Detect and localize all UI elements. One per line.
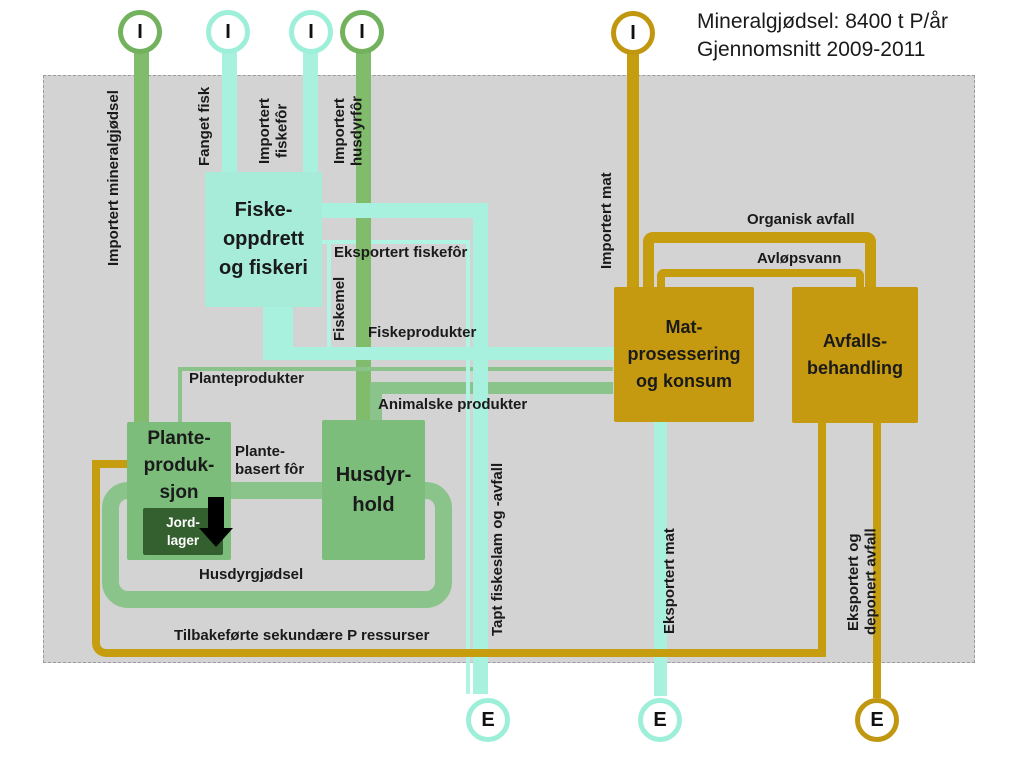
flow-tapt-fiskeslam-band-horizontal	[322, 203, 488, 218]
label-importert-mineralgjodsel: Importert mineralgjødsel	[105, 90, 122, 266]
label-eksportert-deponert-avfall: Eksportert og deponert avfall	[845, 528, 880, 636]
terminal-letter: E	[653, 708, 667, 731]
flow-animalske-produkter-band	[370, 382, 613, 394]
import-terminal-husdyrfor: I	[340, 10, 384, 54]
label-importert-fiskefor: Importert fiskefôr	[256, 98, 291, 164]
flow-tilbakeforte-arm	[92, 460, 127, 468]
export-terminal-fiskeslam: E	[466, 698, 510, 742]
import-terminal-mineralgjodsel: I	[118, 10, 162, 54]
flow-eksportert-mat-band	[654, 420, 667, 696]
flow-avlopsvann-loop	[657, 269, 864, 287]
flow-organisk-avfall-loop	[643, 232, 876, 287]
flow-tapt-fiskeslam-band-vertical	[473, 203, 488, 694]
flow-fiskeprodukter-band	[263, 347, 614, 360]
terminal-letter: I	[225, 20, 231, 43]
flow-eksportert-deponert-band	[873, 423, 881, 698]
node-matprosessering-box: Mat- prosessering og konsum	[614, 287, 754, 422]
flow-animalske-produkter-connector	[370, 392, 382, 420]
label-tilbakeforte-ressurser: Tilbakeførte sekundære P ressurser	[174, 627, 430, 644]
flow-eksportert-fiskefor-line-vertical	[466, 240, 470, 694]
label-fanget-fisk: Fanget fisk	[196, 86, 213, 166]
flow-importert-mineralgjodsel-band	[134, 52, 149, 422]
terminal-letter: I	[359, 20, 365, 43]
flow-eksportert-fiskefor-line-horizontal	[322, 240, 470, 244]
terminal-letter: E	[481, 708, 495, 731]
label-eksportert-mat: Eksportert mat	[661, 528, 678, 634]
soil-accumulation-arrow-icon	[199, 528, 233, 547]
flow-planteprodukter-line-horizontal	[178, 367, 613, 371]
flow-fanget-fisk-band	[222, 52, 237, 172]
label-fiskemel: Fiskemel	[331, 276, 348, 342]
title-line1: Mineralgjødsel: 8400 t P/år	[697, 10, 948, 33]
label-importert-husdyrfor: Importert husdyrfôr	[331, 96, 366, 167]
terminal-letter: I	[630, 21, 636, 44]
title-line2: Gjennomsnitt 2009-2011	[697, 37, 926, 61]
diagram-title: Mineralgjødsel: 8400 t P/år Gjennomsnitt…	[697, 8, 948, 64]
node-avfallsbehandling-box: Avfalls- behandling	[792, 287, 918, 423]
label-importert-mat: Importert mat	[598, 172, 615, 270]
label-eksportert-fiskefor: Eksportert fiskefôr	[334, 244, 468, 261]
label-plante-basert-for: Plante- basert fôr	[235, 443, 305, 478]
flow-organisk-retur-band	[818, 423, 826, 657]
flow-importert-husdyrfor-band	[356, 52, 371, 420]
soil-accumulation-arrow-shaft	[208, 497, 224, 528]
label-organisk-avfall: Organisk avfall	[747, 211, 855, 228]
export-terminal-mat: E	[638, 698, 682, 742]
label-avlopsvann: Avløpsvann	[757, 250, 842, 267]
flow-tilbakeforte-loop	[92, 460, 818, 657]
import-terminal-fanget-fisk: I	[206, 10, 250, 54]
node-husdyrhold-box: Husdyr- hold	[322, 420, 425, 560]
import-terminal-mat: I	[611, 11, 655, 55]
terminal-letter: E	[870, 708, 884, 731]
flow-importert-mat-band	[627, 54, 639, 287]
label-planteprodukter: Planteprodukter	[189, 370, 305, 387]
label-animalske-produkter: Animalske produkter	[378, 396, 528, 413]
label-tapt-fiskeslam: Tapt fiskeslam og -avfall	[489, 462, 506, 636]
flow-importert-fiskefor-band	[303, 52, 318, 172]
terminal-letter: I	[308, 20, 314, 43]
terminal-letter: I	[137, 20, 143, 43]
label-husdyrgjodsel: Husdyrgjødsel	[199, 566, 304, 583]
import-terminal-fiskefor: I	[289, 10, 333, 54]
node-fiskeoppdrett-box: Fiske- oppdrett og fiskeri	[205, 172, 322, 307]
export-terminal-avfall: E	[855, 698, 899, 742]
flow-fiskemel-line	[327, 242, 331, 352]
flow-planteprodukter-line-vertical	[178, 367, 182, 422]
label-fiskeprodukter: Fiskeprodukter	[368, 324, 477, 341]
